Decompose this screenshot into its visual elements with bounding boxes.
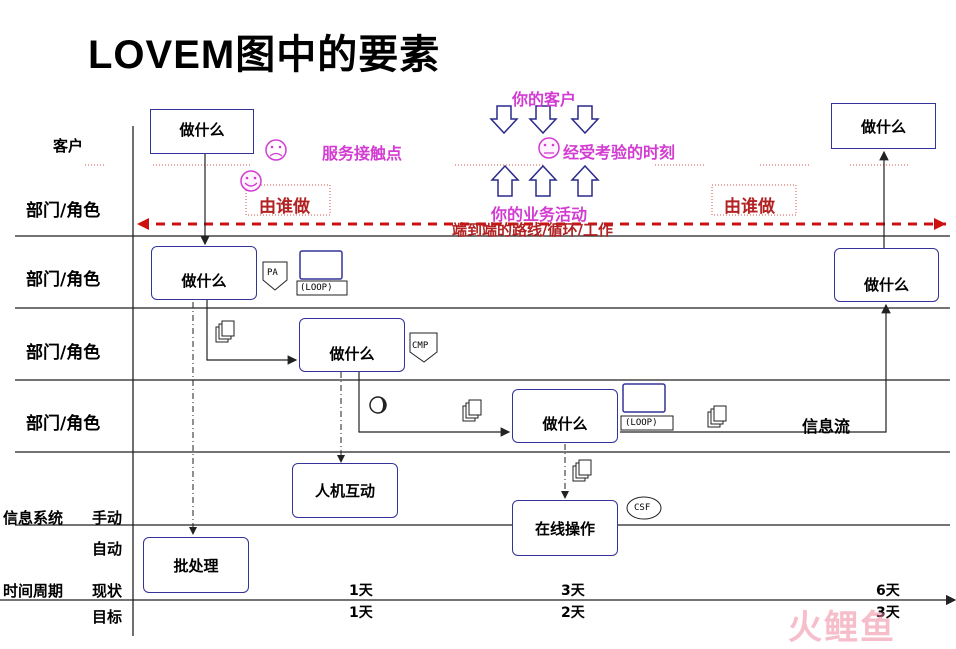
row-label-manual: 手动 xyxy=(92,509,123,527)
current-time-1: 1天 xyxy=(349,583,373,599)
watermark-logo: 火鲤鱼 xyxy=(788,608,896,648)
business-activity-label: 你的业务活动 xyxy=(491,205,588,224)
document-stack-icon xyxy=(572,459,592,482)
dept3-activity-box: 做什么 xyxy=(512,389,618,443)
document-stack-icon xyxy=(215,320,235,343)
dept2-activity-box: 做什么 xyxy=(299,318,405,372)
target-time-3: 3天 xyxy=(876,605,900,621)
moment-of-truth-label: 经受考验的时刻 xyxy=(563,143,676,162)
batch-processing-box: 批处理 xyxy=(143,537,249,593)
current-time-3: 6天 xyxy=(876,583,900,599)
target-time-1: 1天 xyxy=(349,605,373,621)
document-stack-icon xyxy=(462,399,482,422)
pa-tag-label: PA xyxy=(267,268,278,278)
row-label-auto: 自动 xyxy=(92,540,123,558)
happy-face-icon xyxy=(240,170,262,192)
service-touchpoint-label: 服务接触点 xyxy=(322,144,403,163)
dept1-activity-box: 做什么 xyxy=(151,246,257,300)
row-label-info-system: 信息系统 xyxy=(3,509,64,527)
who-does-label: 由谁做 xyxy=(259,197,310,217)
customer-activity-box-right: 做什么 xyxy=(831,103,936,149)
online-operation-box: 在线操作 xyxy=(512,500,618,556)
cmp-tag-label: CMP xyxy=(412,341,429,351)
end-to-end-label: 端到端的路线/循环/工作 xyxy=(452,221,613,239)
page-title: LOVEM图中的要素 xyxy=(88,33,441,77)
loop-tag-label: (LOOP) xyxy=(625,418,658,428)
customer-activity-box: 做什么 xyxy=(150,109,254,154)
target-time-2: 2天 xyxy=(561,605,585,621)
row-label-dept-role: 部门/角色 xyxy=(26,201,101,221)
neutral-face-icon xyxy=(538,137,560,159)
sad-face-icon xyxy=(265,139,287,161)
moon-icon xyxy=(369,396,387,414)
cmp-tag xyxy=(409,332,438,363)
row-label-time-cycle: 时间周期 xyxy=(3,582,64,600)
row-label-dept-role: 部门/角色 xyxy=(26,270,101,290)
loop-tag-label: (LOOP) xyxy=(300,283,333,293)
row-label-current: 现状 xyxy=(92,582,123,600)
current-time-2: 3天 xyxy=(561,583,585,599)
csf-tag xyxy=(626,496,662,520)
row-label-dept-role: 部门/角色 xyxy=(26,343,101,363)
row-label-customer: 客户 xyxy=(53,137,84,155)
csf-tag-label: CSF xyxy=(634,503,651,513)
pa-tag xyxy=(262,261,288,291)
info-flow-label: 信息流 xyxy=(802,417,851,436)
your-customer-label: 你的客户 xyxy=(512,90,577,109)
row-label-dept-role: 部门/角色 xyxy=(26,414,101,434)
row-label-target: 目标 xyxy=(92,608,123,626)
dept1-activity-box-right: 做什么 xyxy=(834,248,939,302)
who-does-label-right: 由谁做 xyxy=(724,197,775,217)
human-interaction-box: 人机互动 xyxy=(292,463,398,518)
document-stack-icon xyxy=(707,405,727,428)
